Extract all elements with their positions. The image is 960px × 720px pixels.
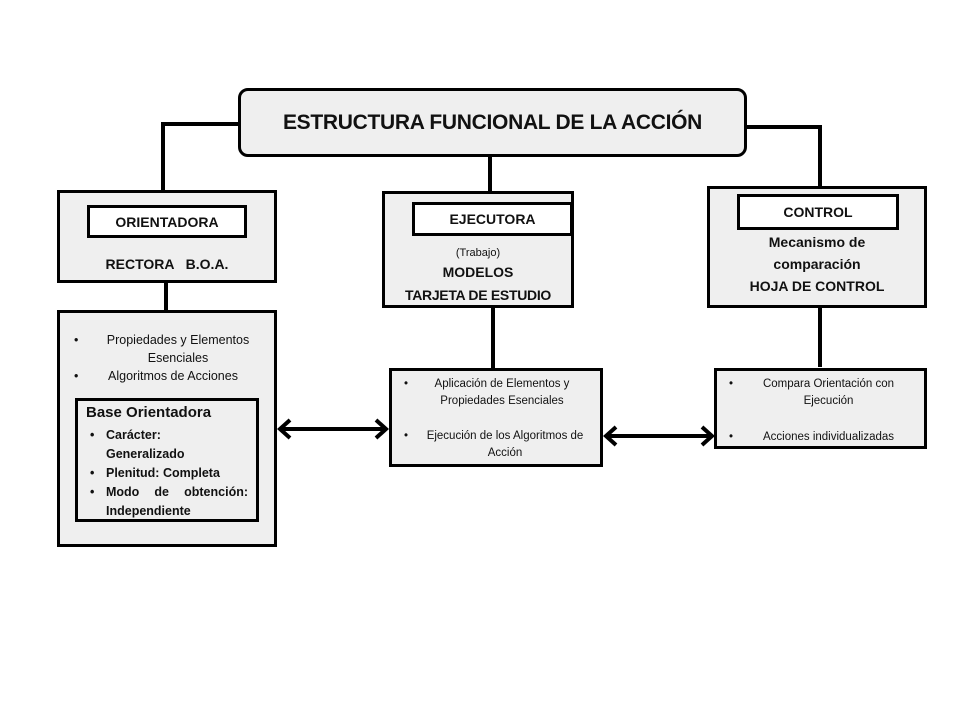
double-arrow-ejecutora-control	[603, 425, 715, 447]
base-orientadora-title: Base Orientadora	[86, 404, 212, 421]
ejecutora-item: Ejecución de los Algoritmos de Acción	[400, 428, 592, 462]
control-box: CONTROL Mecanismo de comparación HOJA DE…	[707, 186, 927, 308]
connector-title-right-v	[818, 125, 822, 188]
ejecutora-label-box: EJECUTORA	[412, 202, 573, 236]
base-orientadora-item: Plenitud: Completa	[86, 464, 248, 483]
orientadora-item: Propiedades y Elementos Esenciales	[70, 331, 268, 367]
connector-center-down	[491, 305, 495, 370]
control-line1: Mecanismo de	[768, 234, 866, 250]
orientadora-item: Algoritmos de Acciones	[70, 367, 268, 385]
orientadora-detail-box: Propiedades y Elementos Esenciales Algor…	[57, 310, 277, 547]
double-arrow-orientadora-ejecutora	[277, 418, 389, 440]
control-line3: HOJA DE CONTROL	[749, 278, 885, 294]
ejecutora-item: Aplicación de Elementos y Propiedades Es…	[400, 376, 592, 410]
ejecutora-box: EJECUTORA (Trabajo) MODELOS TARJETA DE E…	[382, 191, 574, 308]
orientadora-subtitle: RECTORA B.O.A.	[105, 256, 229, 272]
ejecutora-line2: TARJETA DE ESTUDIO	[404, 287, 552, 303]
control-item: Compara Orientación con Ejecución	[725, 376, 916, 410]
ejecutora-note: (Trabajo)	[455, 247, 501, 259]
orientadora-label: ORIENTADORA	[115, 213, 219, 230]
base-orientadora-item: Carácter: Generalizado	[86, 426, 206, 464]
control-detail-box: Compara Orientación con Ejecución Accion…	[714, 368, 927, 449]
connector-title-left-v	[161, 122, 165, 192]
connector-title-left-h	[161, 122, 240, 126]
connector-title-center	[488, 154, 492, 192]
ejecutora-label: EJECUTORA	[449, 211, 536, 227]
title-box: ESTRUCTURA FUNCIONAL DE LA ACCIÓN	[238, 88, 747, 157]
orientadora-label-box: ORIENTADORA	[87, 205, 247, 238]
control-line2: comparación	[773, 256, 861, 272]
connector-left-down	[164, 280, 168, 312]
connector-title-right-h	[744, 125, 822, 129]
control-label-box: CONTROL	[737, 194, 899, 230]
ejecutora-line1: MODELOS	[442, 264, 514, 280]
diagram-title: ESTRUCTURA FUNCIONAL DE LA ACCIÓN	[282, 110, 703, 134]
control-label: CONTROL	[783, 204, 853, 220]
control-item: Acciones individualizadas	[725, 429, 916, 446]
connector-right-down	[818, 305, 822, 367]
ejecutora-detail-box: Aplicación de Elementos y Propiedades Es…	[389, 368, 603, 467]
orientadora-box: ORIENTADORA RECTORA B.O.A.	[57, 190, 277, 283]
base-orientadora-box: Base Orientadora Carácter: Generalizado …	[75, 398, 259, 522]
base-orientadora-item: Modo de obtención: Independiente	[86, 483, 248, 521]
